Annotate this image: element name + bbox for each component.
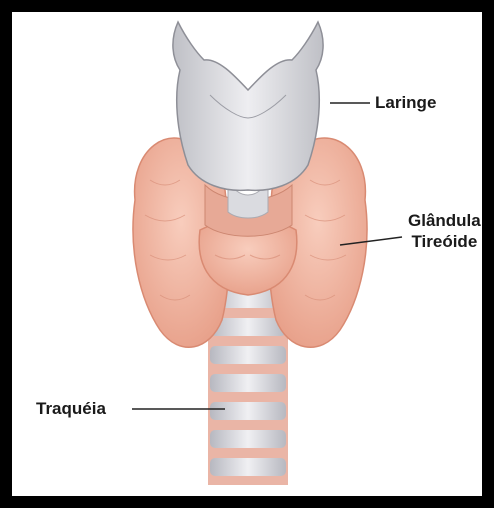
label-glandula-line1: Glândula (408, 210, 481, 231)
label-traqueia: Traquéia (36, 398, 106, 419)
label-laringe: Laringe (375, 92, 436, 113)
larynx (173, 22, 323, 190)
label-glandula-line2: Tireóide (408, 231, 481, 252)
label-glandula-tireoide: Glândula Tireóide (408, 210, 481, 252)
